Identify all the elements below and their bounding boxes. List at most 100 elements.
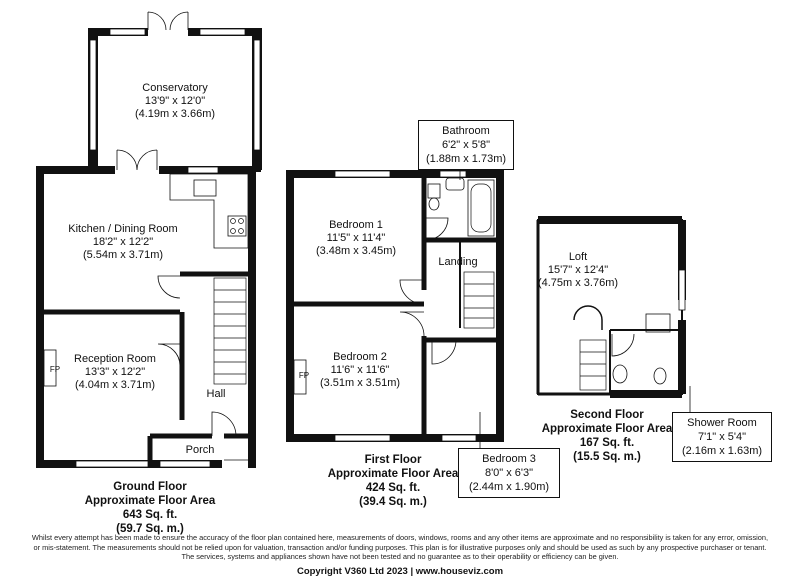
bedroom3-window: [441, 434, 477, 442]
conservatory-metric: (4.19m x 3.66m): [135, 108, 215, 120]
french-door-opening: [148, 27, 188, 37]
first-floor-sqft: 424 Sq. ft.: [365, 482, 421, 494]
bedroom2-metric: (3.51m x 3.51m): [320, 377, 400, 389]
second-floor-caption: Second Floor Approximate Floor Area 167 …: [532, 408, 682, 464]
reception-metric: (4.04m x 3.71m): [75, 379, 155, 391]
bathroom-basin: [445, 177, 465, 191]
loft-name: Loft: [569, 251, 587, 263]
ground-floor-subtitle: Approximate Floor Area: [84, 495, 216, 507]
shower-room-label: Shower Room 7'1" x 5'4" (2.16m x 1.63m): [672, 412, 772, 462]
porch-hall-door: [211, 411, 237, 437]
ground-fireplace-label: FP: [50, 365, 60, 374]
ground-floor-plan: [36, 11, 262, 469]
landing-stairs: [463, 271, 495, 329]
copyright: Copyright V360 Ltd 2023 | www.houseviz.c…: [296, 566, 504, 577]
bathroom-window: [439, 170, 467, 178]
disclaimer-line: or mis-statement. The measurements shoul…: [33, 542, 767, 552]
kitchen-french-door-swing: [116, 149, 158, 171]
shower-toilet: [653, 367, 667, 385]
loft-imperial: 15'7" x 12'4": [548, 264, 608, 276]
bedroom2-window: [334, 434, 391, 442]
conservatory-window: [89, 39, 97, 151]
kitchen-sink: [193, 179, 217, 197]
room-labels: Conservatory 13'9" x 12'0" (4.19m x 3.66…: [50, 82, 618, 456]
loft-metric: (4.75m x 3.76m): [538, 277, 618, 289]
landing-name: Landing: [438, 256, 477, 268]
first-floor-title: First Floor: [364, 454, 422, 466]
first-fireplace: [293, 359, 307, 395]
ground-outer-wall: [36, 166, 256, 468]
disclaimer-line: Whilst every attempt has been made to en…: [31, 533, 769, 542]
ground-floor-caption: Ground Floor Approximate Floor Area 643 …: [75, 480, 225, 536]
kitchen-worktop: [169, 173, 249, 249]
bathroom-imperial: 6'2" x 5'8": [441, 139, 491, 151]
bathroom-label: Bathroom 6'2" x 5'8" (1.88m x 1.73m): [418, 120, 514, 170]
porch-name: Porch: [186, 444, 215, 456]
kitchen-window: [187, 166, 219, 174]
shower-name: Shower Room: [687, 417, 757, 429]
kitchen-imperial: 18'2" x 12'2": [93, 236, 153, 248]
bathroom-metric: (1.88m x 1.73m): [425, 153, 507, 165]
second-floor-subtitle: Approximate Floor Area: [541, 423, 673, 435]
kitchen-name: Kitchen / Dining Room: [68, 223, 177, 235]
bedroom3-metric: (2.44m x 1.90m): [468, 481, 550, 493]
ground-floor-sqft: 643 Sq. ft.: [122, 509, 178, 521]
first-floor-sqm: (39.4 Sq. m.): [359, 496, 427, 508]
first-floor-plan: [286, 170, 504, 442]
loft-stairwell: [573, 305, 603, 330]
bedroom3-imperial: 8'0" x 6'3": [484, 467, 534, 479]
conservatory-imperial: 13'9" x 12'0": [145, 95, 205, 107]
french-door-swing: [147, 11, 189, 31]
disclaimer-line: The services, systems and appliances sho…: [181, 552, 619, 562]
second-floor-sqft: 167 Sq. ft.: [579, 437, 635, 449]
second-floor-plan: [536, 216, 686, 398]
conservatory-window: [109, 28, 146, 36]
hall-name: Hall: [207, 388, 226, 400]
bedroom3-name: Bedroom 3: [482, 453, 536, 465]
fireplace: [43, 349, 57, 387]
bedroom3-label: Bedroom 3 8'0" x 6'3" (2.44m x 1.90m): [458, 448, 560, 498]
first-floor-caption: First Floor Approximate Floor Area 424 S…: [318, 453, 468, 509]
bedroom3-door: [431, 339, 457, 365]
disclaimer: Whilst every attempt has been made to en…: [10, 533, 790, 562]
shower-tray: [645, 313, 671, 333]
kitchen-hob: [227, 215, 247, 237]
bedroom1-imperial: 11'5" x 11'4": [327, 232, 386, 244]
bedroom2-imperial: 11'6" x 11'6": [331, 364, 390, 376]
bedroom2-door: [399, 311, 425, 337]
bathroom-door: [425, 217, 449, 241]
first-outer-wall: [286, 170, 504, 442]
ground-floor-title: Ground Floor: [113, 481, 187, 493]
shower-metric: (2.16m x 1.63m): [681, 445, 763, 457]
bathroom-name: Bathroom: [442, 125, 490, 137]
conservatory-name: Conservatory: [142, 82, 208, 94]
bedroom2-name: Bedroom 2: [333, 351, 387, 363]
shower-room-door: [611, 333, 635, 357]
first-floor-subtitle: Approximate Floor Area: [327, 468, 459, 480]
kitchen-hall-door: [157, 275, 181, 299]
ground-floor-sqm: (59.7 Sq. m.): [116, 523, 184, 535]
bedroom1-window: [334, 170, 391, 178]
ground-stairs: [213, 277, 247, 385]
reception-imperial: 13'3" x 12'2": [85, 366, 145, 378]
loft-stairs: [579, 339, 607, 391]
reception-hall-door: [157, 343, 181, 367]
second-floor-title: Second Floor: [570, 409, 644, 421]
loft-window: [678, 269, 686, 311]
bath: [467, 179, 495, 237]
reception-window: [75, 460, 149, 468]
reception-name: Reception Room: [74, 353, 156, 365]
bedroom1-name: Bedroom 1: [329, 219, 383, 231]
shower-imperial: 7'1" x 5'4": [697, 431, 747, 443]
shower-room-wall: [609, 329, 682, 394]
first-fireplace-label: FP: [299, 371, 309, 380]
porch-window: [159, 460, 211, 468]
shower-basin: [612, 364, 628, 384]
bedroom1-door: [399, 279, 425, 305]
bedroom1-metric: (3.48m x 3.45m): [316, 245, 396, 257]
conservatory-window: [253, 39, 261, 151]
kitchen-metric: (5.54m x 3.71m): [83, 249, 163, 261]
second-floor-sqm: (15.5 Sq. m.): [573, 451, 641, 463]
bathroom-toilet: [427, 183, 441, 199]
